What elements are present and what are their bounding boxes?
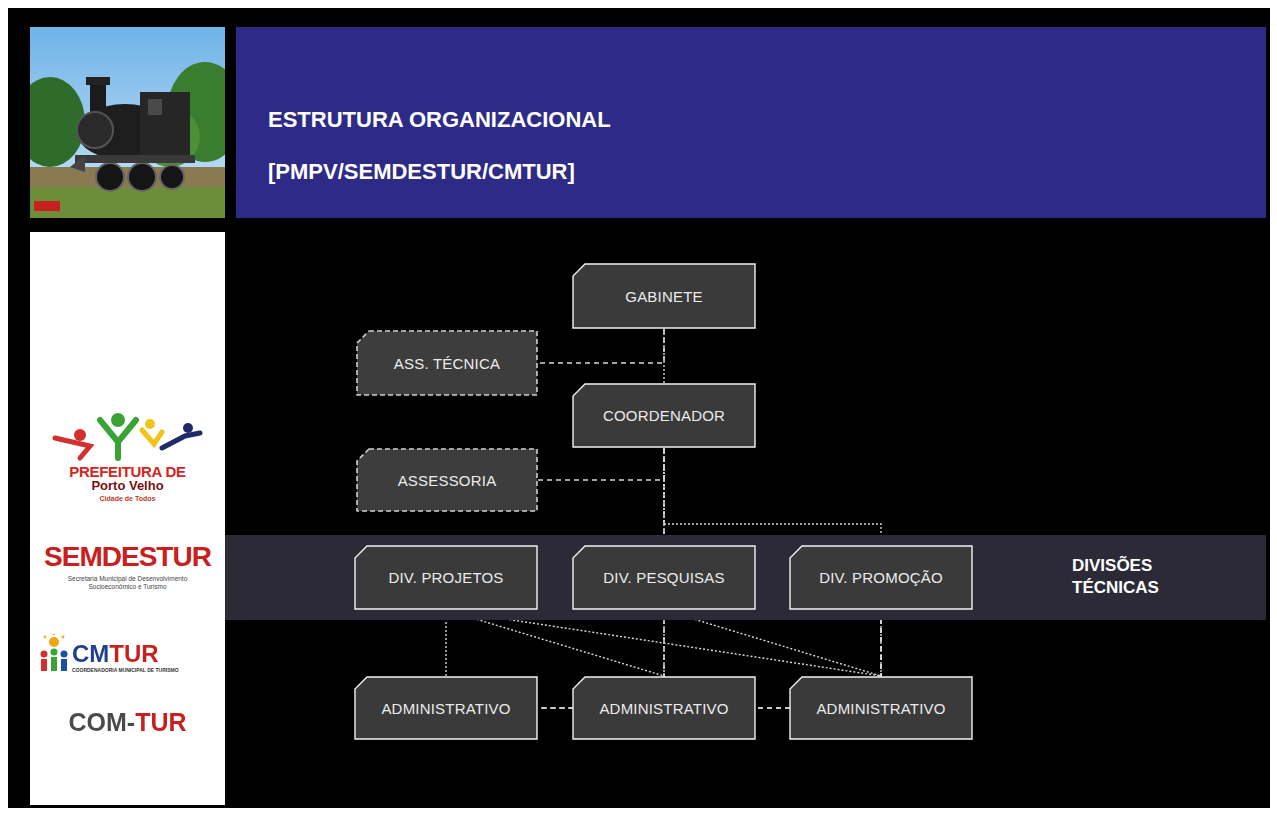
box-label: GABINETE	[625, 288, 702, 305]
logo-text: COORDENADORIA MUNICIPAL DE TURISMO	[72, 667, 192, 673]
org-box: GABINETE	[572, 263, 756, 329]
org-box: DIV. PROMOÇÃO	[789, 545, 973, 610]
box-shape	[355, 546, 537, 609]
title: ESTRUTURA ORGANIZACIONAL [PMPV/SEMDESTUR…	[268, 94, 748, 198]
advisory-box: ASSESSORIA	[356, 448, 538, 512]
dashed-connector	[538, 329, 664, 363]
box-label-holder: ASSESSORIA	[356, 448, 538, 512]
box-label: ASS. TÉCNICA	[394, 355, 500, 372]
box-label: ASSESSORIA	[398, 472, 497, 489]
box-label-holder: ADMINISTRATIVO	[572, 676, 756, 740]
logo-text: Secretaria Municipal de Desenvolvimento …	[50, 575, 205, 591]
train-photo	[30, 27, 225, 218]
box-label-holder: DIV. PESQUISAS	[572, 545, 756, 610]
box-label: ADMINISTRATIVO	[381, 700, 510, 717]
box-shape	[573, 264, 755, 328]
cmtur-logo-icon	[38, 634, 70, 674]
org-box: COORDENADOR	[572, 383, 756, 448]
logo-text: Cidade de Todos	[30, 495, 225, 503]
org-box: ADMINISTRATIVO	[789, 676, 973, 740]
box-label: DIV. PROJETOS	[388, 569, 503, 586]
box-shape	[573, 677, 755, 739]
dotted-connector	[663, 329, 664, 383]
logo-wordmark: COM-TUR	[68, 708, 186, 736]
box-label: DIV. PESQUISAS	[603, 569, 724, 586]
box-shape	[357, 449, 537, 511]
box-label-holder: COORDENADOR	[572, 383, 756, 448]
org-box: ADMINISTRATIVO	[572, 676, 756, 740]
org-box: DIV. PESQUISAS	[572, 545, 756, 610]
divisions-band: DIVISÕES TÉCNICAS DIV. PROJETOS DIV. PESQU…	[225, 535, 1266, 620]
box-shape	[790, 677, 972, 739]
dashed-connector	[538, 448, 664, 480]
logo-text: SEMDESTUR	[30, 541, 225, 573]
logo-wordmark: CMTUR	[72, 640, 159, 667]
org-box: ADMINISTRATIVO	[354, 676, 538, 740]
box-label-holder: DIV. PROMOÇÃO	[789, 545, 973, 610]
box-label-holder: ADMINISTRATIVO	[354, 676, 538, 740]
prefeitura-logo-figures	[50, 408, 205, 463]
org-box: DIV. PROJETOS	[354, 545, 538, 610]
box-label: COORDENADOR	[603, 407, 725, 424]
logo-text: Porto Velho	[30, 479, 225, 494]
advisory-box: ASS. TÉCNICA	[356, 330, 538, 396]
box-label-holder: ASS. TÉCNICA	[356, 330, 538, 396]
band-heading: DIVISÕES TÉCNICAS	[1072, 555, 1202, 599]
logo-text-holder: COM-TUR	[30, 708, 225, 737]
box-label-holder: DIV. PROJETOS	[354, 545, 538, 610]
box-shape	[355, 677, 537, 739]
box-label-holder: GABINETE	[572, 263, 756, 329]
box-shape	[573, 384, 755, 447]
box-shape	[573, 546, 755, 609]
box-label: ADMINISTRATIVO	[816, 700, 945, 717]
box-shape	[790, 546, 972, 609]
box-label: ADMINISTRATIVO	[599, 700, 728, 717]
box-label: DIV. PROMOÇÃO	[819, 569, 943, 586]
box-label-holder: ADMINISTRATIVO	[789, 676, 973, 740]
logo-text: PREFEITURA DE	[30, 463, 225, 480]
box-shape	[357, 331, 537, 395]
dotted-connector	[664, 448, 881, 545]
logo-text-holder: CMTUR	[72, 640, 192, 668]
